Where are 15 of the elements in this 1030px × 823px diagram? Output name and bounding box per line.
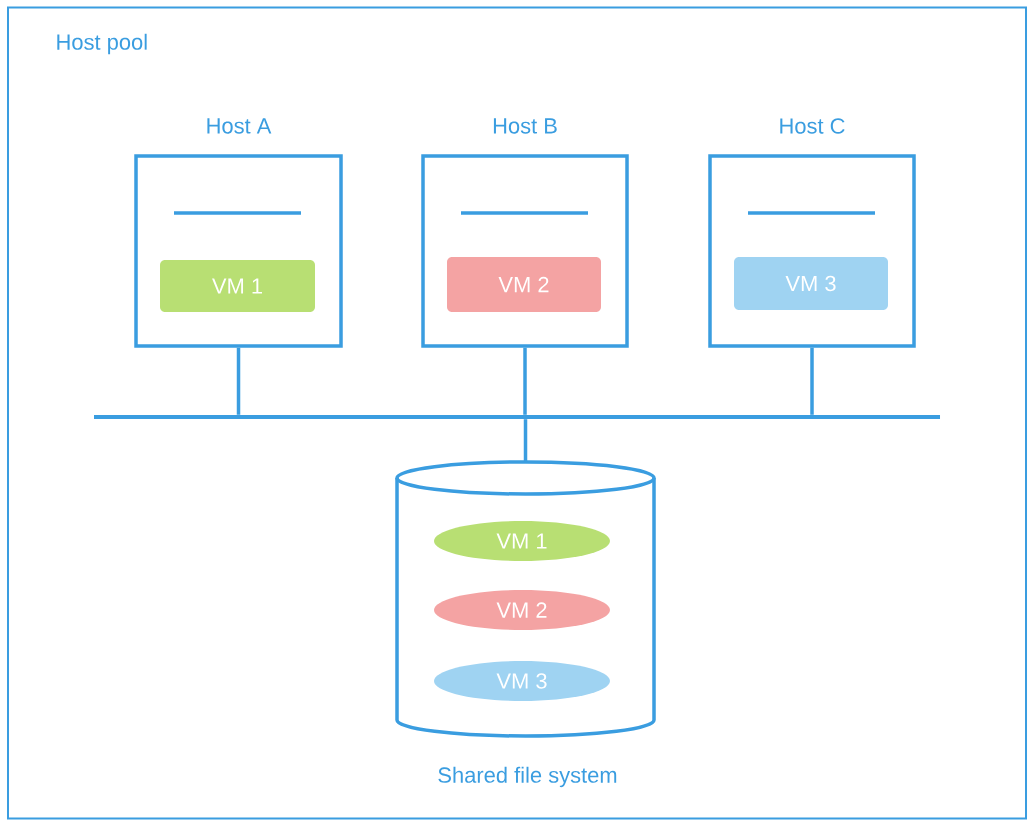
connector-line bbox=[810, 347, 814, 415]
vm-disk: VM 1 bbox=[434, 521, 610, 561]
connector-line bbox=[236, 347, 241, 415]
network-bus bbox=[94, 415, 940, 419]
node-label: Host C bbox=[780, 118, 845, 134]
vm-box: VM 3 bbox=[734, 257, 888, 310]
vm-disk: VM 3 bbox=[434, 661, 610, 701]
connector-line bbox=[523, 347, 527, 415]
connector-line bbox=[523, 419, 528, 462]
node-label: Host A bbox=[207, 118, 272, 134]
vm-box: VM 2 bbox=[447, 257, 601, 312]
vm-box: VM 1 bbox=[160, 260, 315, 312]
vm-disk: VM 2 bbox=[434, 590, 610, 630]
node-label: Host B bbox=[493, 118, 557, 134]
node-label: Shared file system bbox=[438, 766, 617, 788]
